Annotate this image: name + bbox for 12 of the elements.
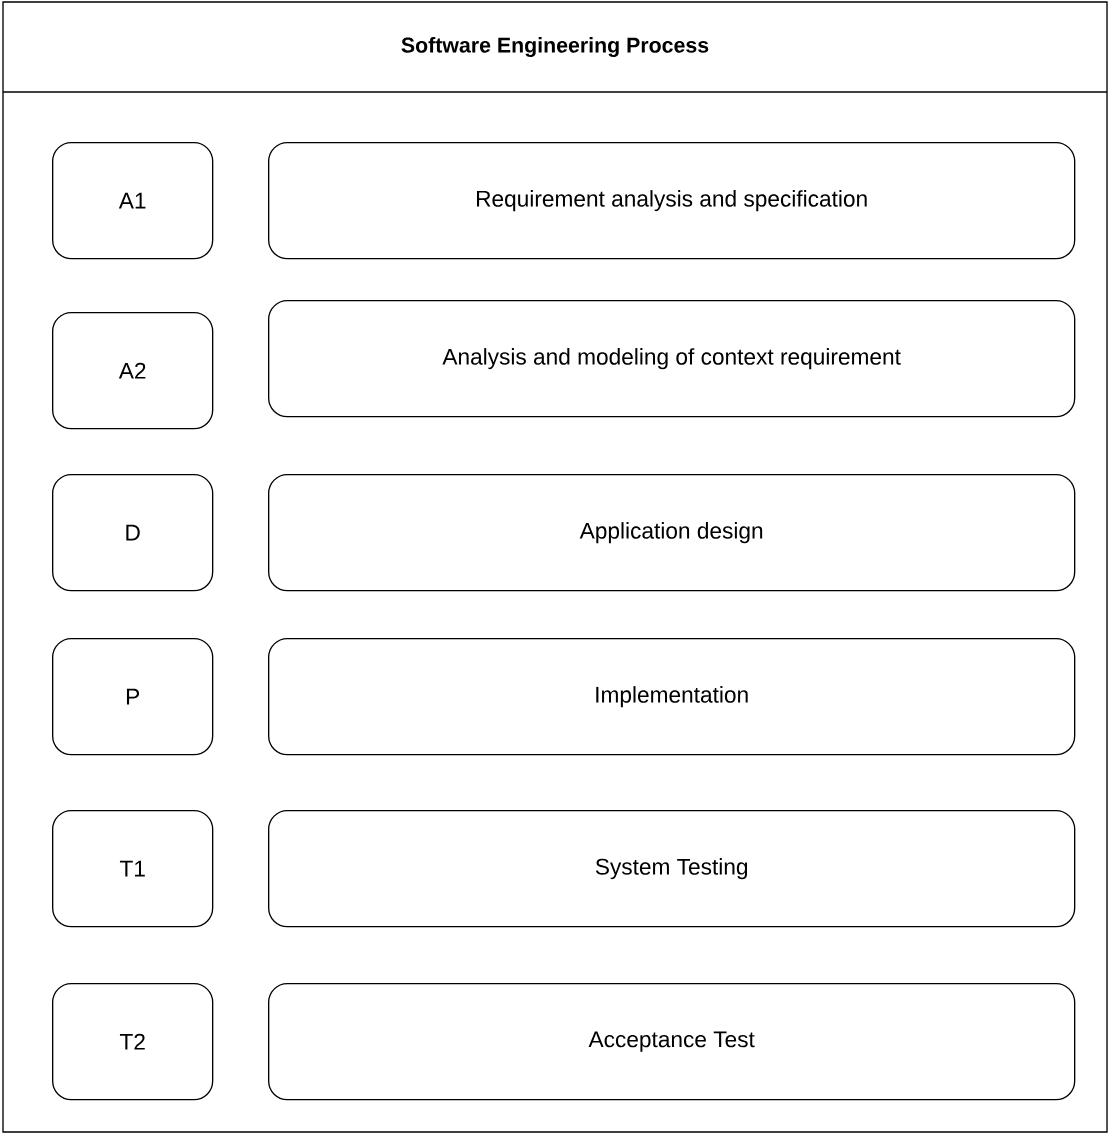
- process-box: System Testing: [268, 810, 1076, 928]
- label-box: P: [52, 638, 214, 756]
- label-box: D: [52, 474, 214, 592]
- label-box: T1: [52, 810, 214, 928]
- label-box: A1: [52, 142, 214, 260]
- process-box: Application design: [268, 474, 1076, 592]
- process-box: Analysis and modeling of context requirement: [268, 300, 1076, 418]
- label-box: T2: [52, 983, 214, 1101]
- process-box: Requirement analysis and specification: [268, 142, 1076, 260]
- label-box: A2: [52, 312, 214, 430]
- process-box: Acceptance Test: [268, 983, 1076, 1101]
- process-box: Implementation: [268, 638, 1076, 756]
